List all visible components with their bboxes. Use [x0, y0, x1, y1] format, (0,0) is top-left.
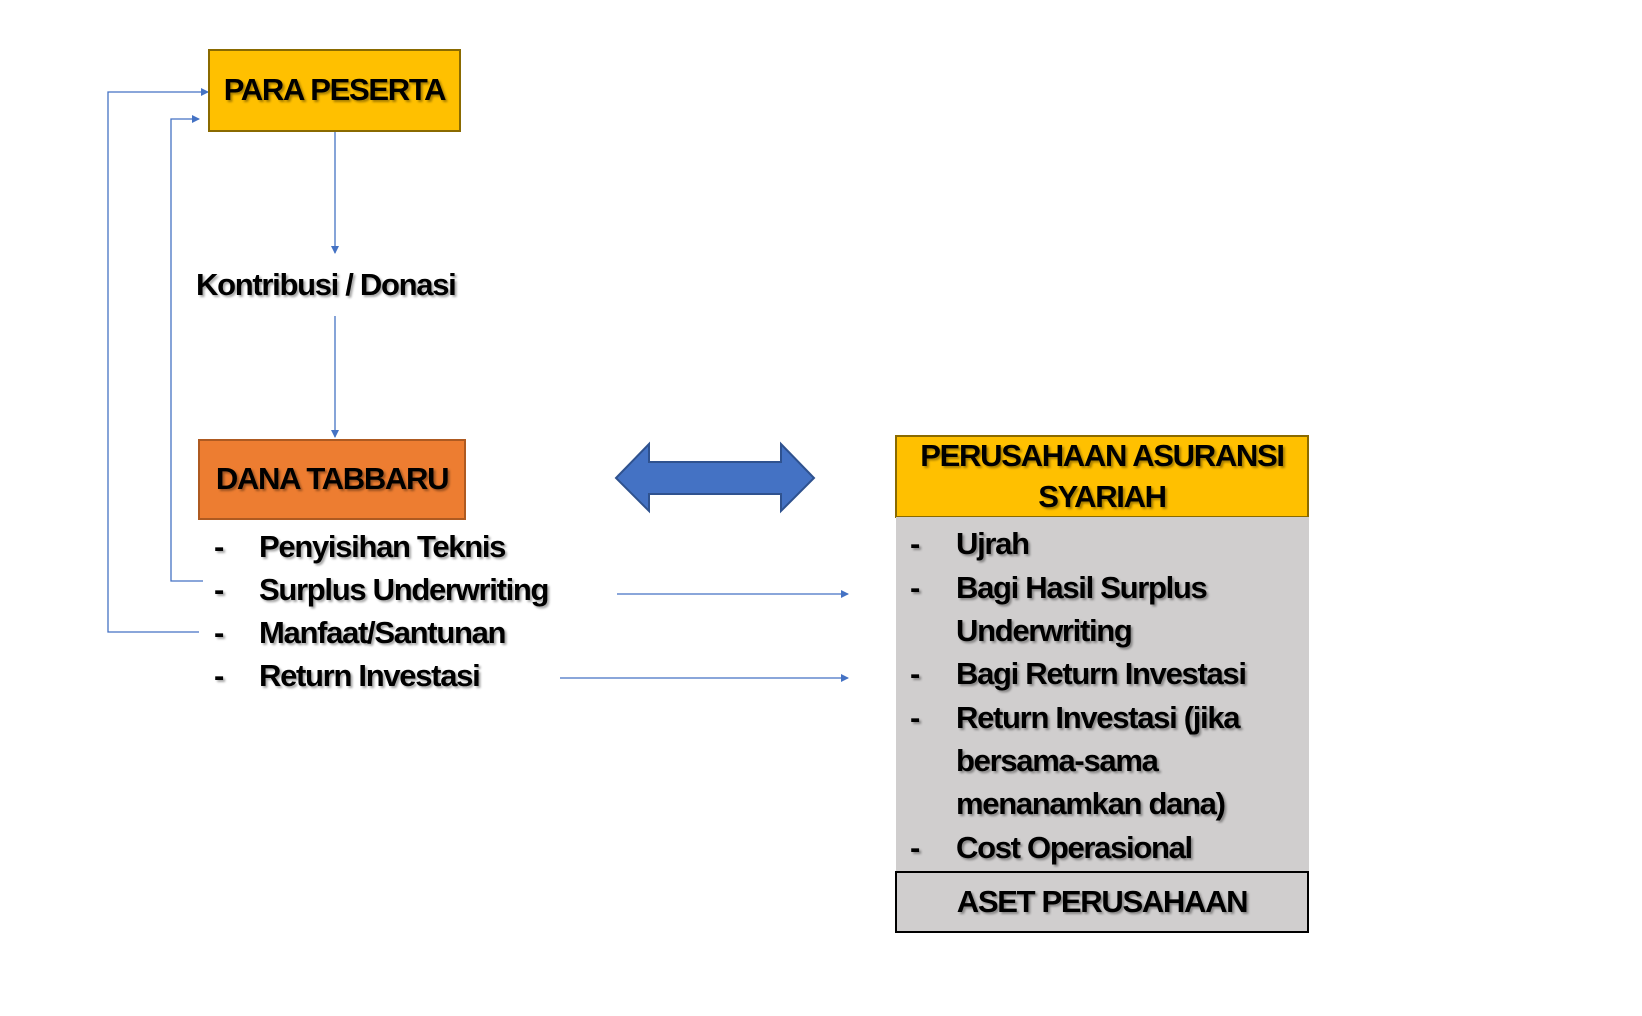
- double-arrow-icon: [614, 441, 816, 514]
- bullet: -: [214, 615, 224, 650]
- perusahaan-item: Bagi Hasil Surplus: [956, 570, 1208, 605]
- perusahaan-item: menanamkan dana): [956, 786, 1226, 821]
- para-peserta-label: PARA PESERTA: [223, 72, 447, 108]
- bullet: -: [214, 529, 224, 564]
- perusahaan-label: PERUSAHAAN ASURANSI SYARIAH: [920, 438, 1285, 514]
- bullet: -: [910, 656, 920, 691]
- dana-item: Penyisihan Teknis: [259, 529, 506, 564]
- perusahaan-item: bersama-sama: [956, 743, 1159, 778]
- perusahaan-item: Return Investasi (jika: [956, 700, 1241, 735]
- bullet: -: [910, 830, 920, 865]
- aset-perusahaan-label: ASET PERUSAHAAN: [956, 883, 1249, 919]
- bullet: -: [214, 658, 224, 693]
- dana-tabbaru-label: DANA TABBARU: [215, 461, 450, 497]
- perusahaan-items-panel: [896, 517, 1309, 871]
- perusahaan-item: Cost Operasional: [956, 830, 1193, 865]
- bullet: -: [214, 572, 224, 607]
- dana-item: Manfaat/Santunan: [259, 615, 506, 650]
- dana-item: Return Investasi: [259, 658, 481, 693]
- perusahaan-item: Ujrah: [956, 526, 1030, 561]
- perusahaan-item: Bagi Return Investasi: [956, 656, 1247, 691]
- bullet: -: [910, 700, 920, 735]
- para-peserta-box: PARA PESERTA: [208, 49, 461, 132]
- loop-arrow-surplus-to-peserta: [170, 115, 203, 582]
- dana-tabbaru-box: DANA TABBARU: [198, 439, 466, 520]
- aset-perusahaan-box: ASET PERUSAHAAN: [895, 871, 1309, 933]
- bullet: -: [910, 526, 920, 561]
- loop-arrow-manfaat-to-peserta: [107, 88, 209, 633]
- perusahaan-box: PERUSAHAAN ASURANSI SYARIAH: [895, 435, 1309, 518]
- bullet: -: [910, 570, 920, 605]
- dana-item: Surplus Underwriting: [259, 572, 549, 607]
- perusahaan-item: Underwriting: [956, 613, 1133, 648]
- kontribusi-label: Kontribusi / Donasi: [196, 267, 457, 302]
